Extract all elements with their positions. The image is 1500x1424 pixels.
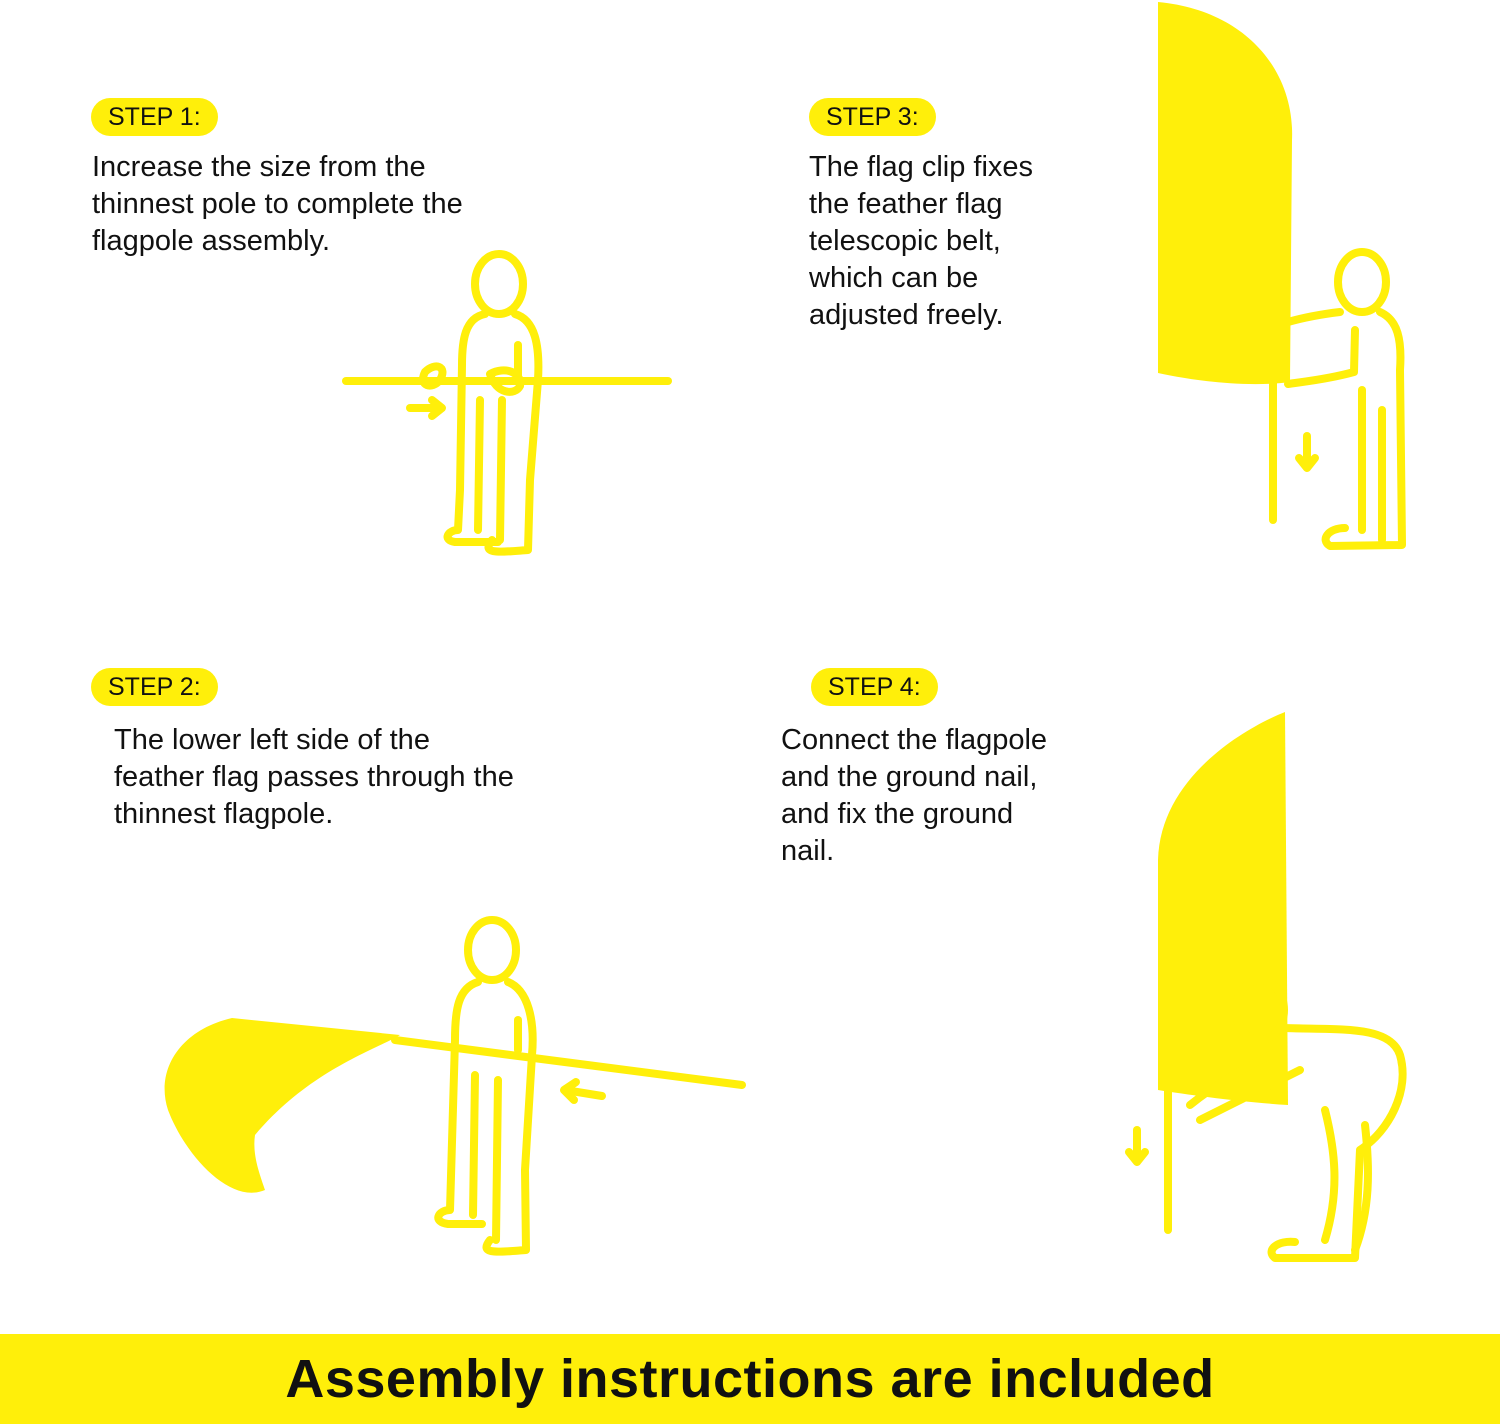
step-4-illustration bbox=[1125, 712, 1407, 1262]
step-4-description: Connect the flagpole and the ground nail… bbox=[781, 724, 1048, 867]
step-3-arrow-icon bbox=[1295, 432, 1319, 472]
step-4-feather-flag bbox=[1158, 712, 1288, 1105]
step-4-badge: STEP 4: bbox=[811, 668, 938, 706]
footer-banner: Assembly instructions are included bbox=[0, 1334, 1500, 1424]
step-3-badge: STEP 3: bbox=[809, 98, 936, 136]
step-2-badge: STEP 2: bbox=[91, 668, 218, 706]
step-1-description: Increase the size from the thinnest pole… bbox=[92, 151, 463, 257]
footer-text: Assembly instructions are included bbox=[285, 1349, 1215, 1409]
step-3-illustration bbox=[1158, 2, 1406, 550]
step-1-badge: STEP 1: bbox=[91, 98, 218, 136]
step-4-arrow-icon bbox=[1125, 1126, 1149, 1166]
step-2-description: The lower left side of the feather flag … bbox=[114, 724, 514, 830]
step-2-arrow-icon bbox=[560, 1078, 606, 1104]
step-2-flagpole bbox=[391, 1036, 746, 1089]
step-1-illustration bbox=[342, 250, 672, 556]
step-2-illustration bbox=[164, 916, 746, 1256]
step-2-feather-flag bbox=[164, 1018, 400, 1193]
step-3-description: The flag clip fixes the feather flag tel… bbox=[809, 151, 1034, 331]
step-2-person bbox=[434, 916, 537, 1256]
step-1-person bbox=[443, 250, 543, 556]
step-1-arrow-icon bbox=[406, 396, 446, 420]
step-3-person bbox=[1284, 248, 1406, 550]
step-3-feather-flag bbox=[1158, 2, 1293, 385]
step-1-hands bbox=[419, 362, 525, 396]
step-4-person bbox=[1186, 976, 1407, 1262]
